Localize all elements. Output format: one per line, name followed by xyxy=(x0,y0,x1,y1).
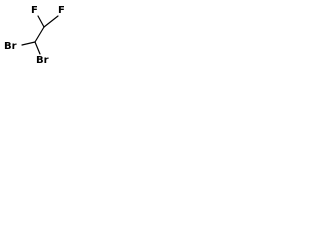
bromine-atom-label-right: Br xyxy=(36,55,49,66)
bond-c1-br-right xyxy=(34,41,41,55)
fluorine-atom-label-right: F xyxy=(58,5,65,16)
bond-c2-f-left xyxy=(37,15,45,28)
bromine-atom-label-left: Br xyxy=(4,41,17,52)
bond-c1-br-left xyxy=(21,41,36,46)
fluorine-atom-label-left: F xyxy=(31,5,38,16)
bond-c1-c2 xyxy=(34,26,45,43)
bond-c2-f-right xyxy=(43,15,59,28)
structure-canvas: F F Br Br xyxy=(0,0,69,66)
molecule-diagram: F F Br Br xyxy=(4,5,65,66)
